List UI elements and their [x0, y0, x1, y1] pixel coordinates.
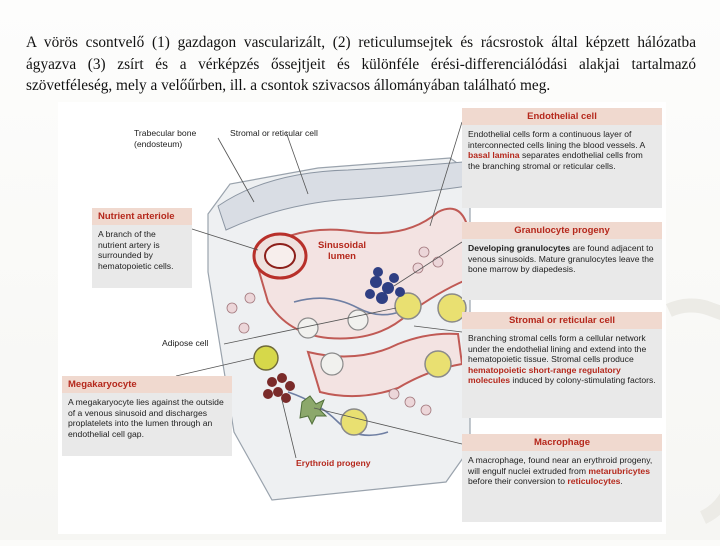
macrophage-title: Macrophage	[462, 434, 662, 451]
stromal-cell-text: Branching stromal cells form a cellular …	[468, 333, 656, 386]
granulocyte-progeny-title: Granulocyte progeny	[462, 222, 662, 239]
nutrient-arteriole-text: A branch of the nutrient artery is surro…	[98, 229, 174, 271]
stromal-cell-title: Stromal or reticular cell	[462, 312, 662, 329]
leader-lines	[169, 121, 463, 459]
megakaryocyte-text: A megakaryocyte lies against the outside…	[68, 397, 224, 439]
macrophage-text: A macrophage, found near an erythroid pr…	[468, 455, 653, 487]
sinusoidal-lumen-label: Sinusoidal lumen	[317, 240, 367, 262]
granulocyte-cluster	[365, 267, 405, 304]
endothelial-cell-text: Endothelial cells form a continuous laye…	[468, 129, 645, 171]
endothelial-cell-title: Endothelial cell	[462, 108, 662, 125]
macrophage	[299, 395, 328, 426]
granulocyte-progeny-text: Developing granulocytes are found adjace…	[468, 243, 654, 275]
adipose-cell-label: Adipose cell	[162, 338, 209, 348]
stromal-cell-box: Stromal or reticular cell Branching stro…	[462, 312, 662, 418]
adipose-cell	[394, 292, 422, 320]
nutrient-arteriole-title: Nutrient arteriole	[92, 208, 192, 225]
endothelial-cell-box: Endothelial cell Endothelial cells form …	[462, 108, 662, 208]
nutrient-arteriole-box: Nutrient arteriole A branch of the nutri…	[92, 208, 192, 288]
slide-caption: A vörös csontvelő (1) gazdagon vasculari…	[26, 34, 696, 94]
megakaryocyte	[253, 345, 279, 371]
marrow-illustration	[169, 121, 471, 501]
trabecular-bone-label: Trabecular bone (endosteum)	[134, 128, 197, 149]
stromal-cell-label: Stromal or reticular cell	[230, 128, 318, 138]
erythroid-progeny-label: Erythroid progeny	[296, 458, 371, 468]
bone-marrow-figure: Trabecular bone (endosteum) Stromal or r…	[58, 102, 666, 534]
macrophage-box: Macrophage A macrophage, found near an e…	[462, 434, 662, 522]
erythroid-progeny	[263, 373, 295, 403]
granulocyte-progeny-box: Granulocyte progeny Developing granulocy…	[462, 222, 662, 300]
megakaryocyte-title: Megakaryocyte	[62, 376, 232, 393]
megakaryocyte-box: Megakaryocyte A megakaryocyte lies again…	[62, 376, 232, 456]
